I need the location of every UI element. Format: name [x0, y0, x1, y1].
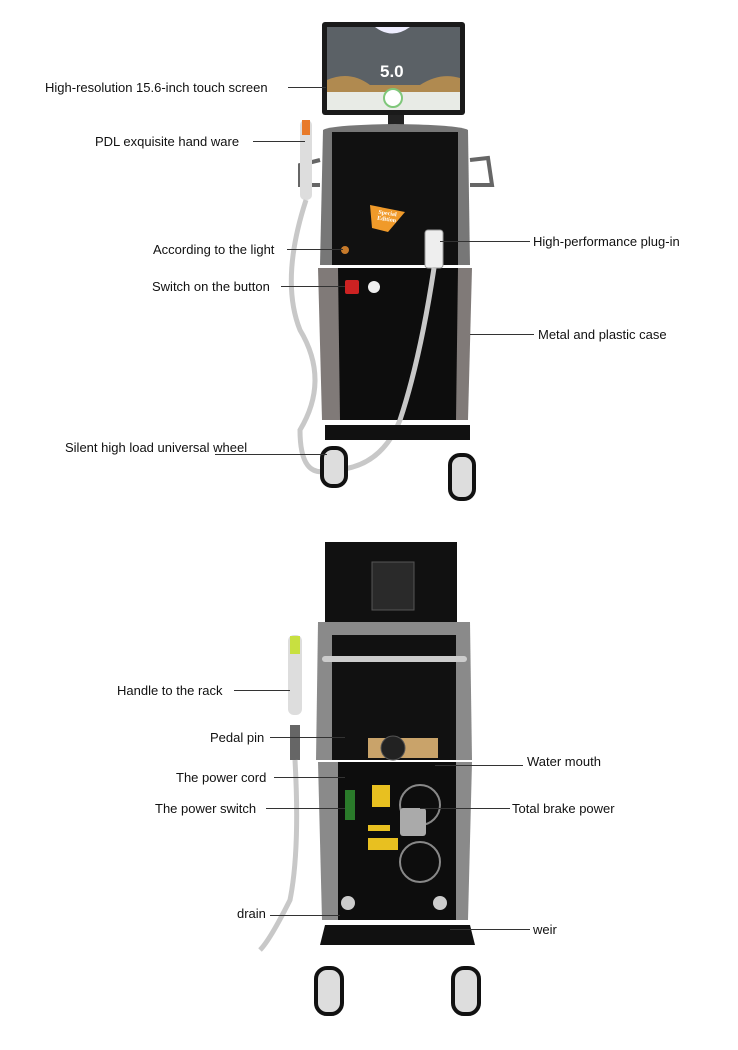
leader-line — [274, 777, 345, 778]
label-brake-power: Total brake power — [512, 801, 615, 816]
label-plug-in: High-performance plug-in — [533, 234, 680, 249]
label-wheel: Silent high load universal wheel — [65, 440, 248, 455]
leader-line — [253, 141, 305, 142]
leader-line — [287, 249, 343, 250]
label-hand-ware: PDL exquisite hand ware — [95, 134, 240, 149]
leader-line — [270, 737, 345, 738]
leader-line — [450, 929, 530, 930]
leader-line — [215, 454, 327, 455]
leader-line — [281, 286, 345, 287]
label-pedal-pin: Pedal pin — [210, 730, 265, 745]
label-power-switch: The power switch — [155, 801, 257, 816]
leader-line — [234, 690, 290, 691]
leader-line — [435, 765, 523, 766]
front-machine — [288, 22, 495, 501]
leader-line — [470, 334, 534, 335]
leader-line — [266, 808, 345, 809]
leader-line — [440, 241, 530, 242]
label-handle-rack: Handle to the rack — [117, 683, 223, 698]
label-switch-button: Switch on the button — [152, 279, 270, 294]
label-light: According to the light — [153, 242, 275, 257]
leader-line — [288, 87, 326, 88]
leader-line — [270, 915, 340, 916]
label-power-cord: The power cord — [176, 770, 267, 785]
back-machine — [258, 542, 481, 1016]
label-case: Metal and plastic case — [538, 327, 667, 342]
label-drain: drain — [237, 906, 266, 921]
screen-readout: 5.0 — [380, 62, 404, 81]
label-weir: weir — [533, 922, 557, 937]
label-touch-screen: High-resolution 15.6-inch touch screen — [45, 80, 268, 95]
leader-line — [420, 808, 510, 809]
label-water-mouth: Water mouth — [527, 754, 601, 769]
